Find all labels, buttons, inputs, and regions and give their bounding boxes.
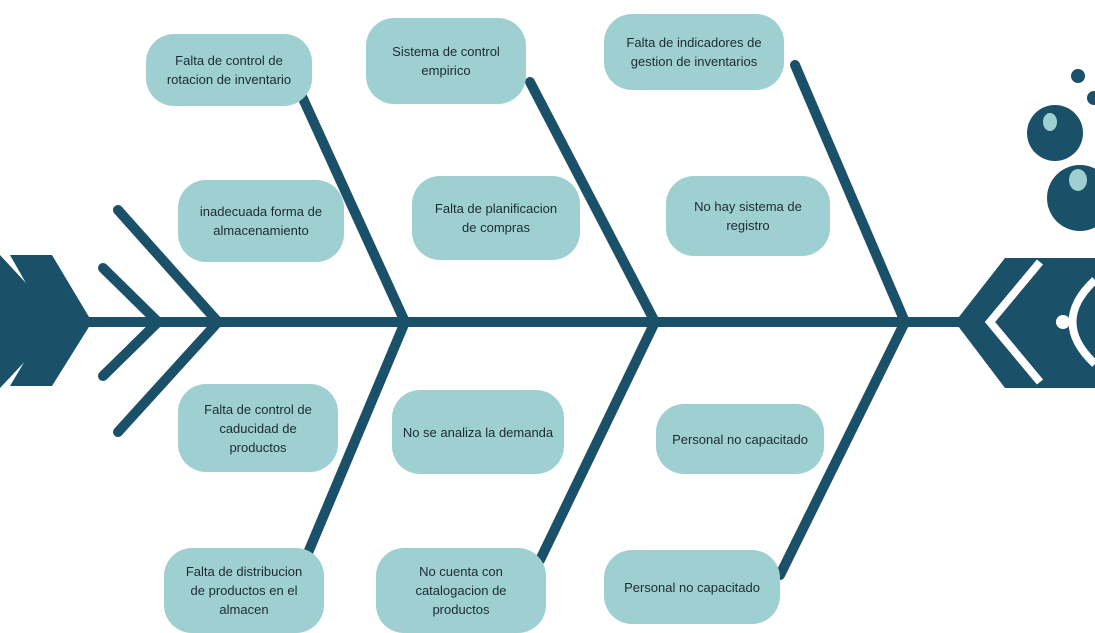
bubble-small (1071, 69, 1085, 83)
bubble-medium-highlight (1043, 113, 1057, 131)
bone-top-3 (790, 60, 910, 327)
bubble-large-highlight (1069, 169, 1087, 191)
cause-box: Falta de indicadores de gestion de inven… (604, 14, 784, 90)
cause-box: No hay sistema de registro (666, 176, 830, 256)
cause-box: inadecuada forma de almacenamiento (178, 180, 344, 262)
bubble-medium (1027, 105, 1083, 161)
tail-diamond-fill (10, 255, 92, 386)
tail-diamond-shape (0, 255, 62, 388)
cause-box: No se analiza la demanda (392, 390, 564, 474)
air-bubbles (1027, 69, 1095, 231)
bone-bottom-1 (300, 317, 410, 565)
fish-eye-pupil (1056, 315, 1070, 329)
bone-bottom-2 (535, 317, 660, 565)
cause-box: Falta de control de caducidad de product… (178, 384, 338, 472)
cause-box: Falta de control de rotacion de inventar… (146, 34, 312, 106)
bone-top-1 (295, 87, 410, 327)
fish-eye-ring (1068, 277, 1095, 367)
cause-box: Falta de distribucion de productos en el… (164, 548, 324, 633)
bubble-small-2 (1087, 91, 1095, 105)
cause-box: Personal no capacitado (656, 404, 824, 474)
cause-box: Falta de planificacion de compras (412, 176, 580, 260)
tail-chevron-inner (98, 263, 166, 381)
fish-head-shape (955, 258, 1095, 388)
cause-box: Sistema de control empirico (366, 18, 526, 104)
cause-box: No cuenta con catalogacion de productos (376, 548, 546, 633)
cause-box: Personal no capacitado (604, 550, 780, 624)
bone-bottom-3 (775, 317, 910, 580)
fish-head-chevron (984, 259, 1044, 385)
bone-top-2 (525, 77, 660, 327)
tail-chevron-outer (113, 205, 225, 437)
